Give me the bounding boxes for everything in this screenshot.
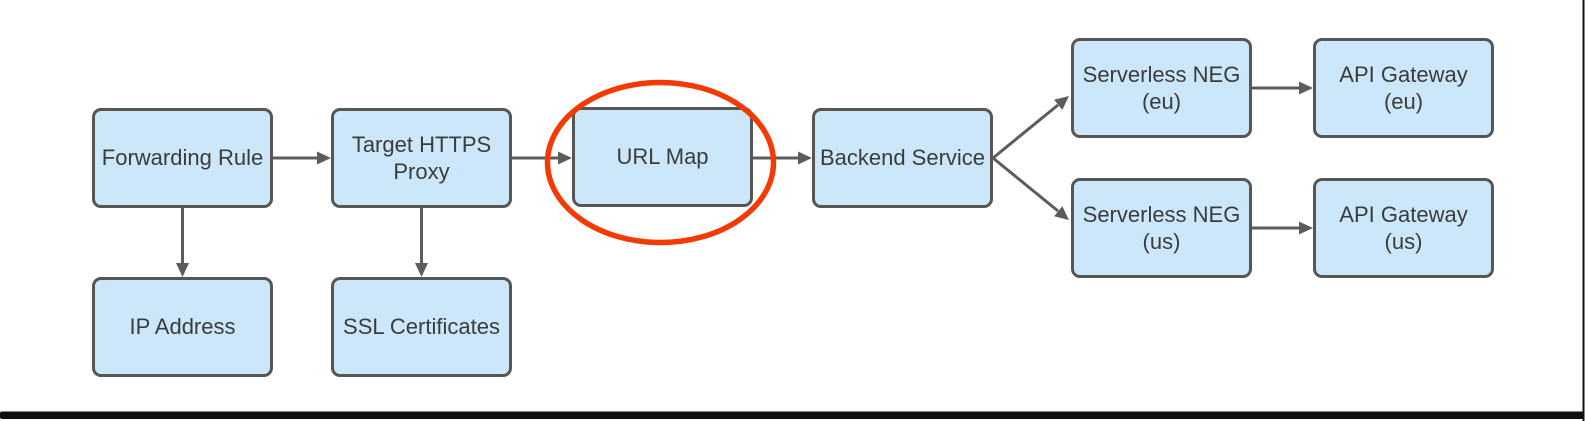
- node-serverless-neg-us-label: Serverless NEG (us): [1082, 201, 1241, 255]
- edge-target-https-proxy-to-ssl-certificates: [415, 208, 428, 277]
- node-ip-address-label: IP Address: [129, 314, 236, 340]
- edge-forwarding-rule-to-target-https-proxy: [273, 151, 331, 165]
- arrow-head-icon: [1054, 206, 1069, 220]
- arrow-head-icon: [798, 151, 812, 165]
- edge-backend-service-to-serverless-neg-eu: [992, 96, 1069, 160]
- arrow-head-icon: [558, 151, 572, 165]
- arrow-line: [992, 103, 1059, 160]
- edge-url-map-to-backend-service: [753, 151, 812, 165]
- arrow-head-icon: [415, 263, 428, 277]
- edge-serverless-neg-us-to-api-gateway-us: [1252, 221, 1313, 235]
- node-forwarding-rule-label: Forwarding Rule: [101, 145, 264, 171]
- bottom-frame-line: [0, 411, 1584, 419]
- node-api-gateway-eu: API Gateway (eu): [1313, 38, 1494, 138]
- node-ssl-certificates-label: SSL Certificates: [343, 314, 500, 340]
- node-forwarding-rule: Forwarding Rule: [92, 108, 273, 208]
- arrow-head-icon: [1299, 221, 1313, 235]
- node-serverless-neg-eu: Serverless NEG (eu): [1071, 38, 1252, 138]
- node-serverless-neg-eu-label: Serverless NEG (eu): [1082, 61, 1241, 115]
- edge-serverless-neg-eu-to-api-gateway-eu: [1252, 81, 1313, 95]
- edge-target-https-proxy-to-url-map: [512, 151, 572, 165]
- node-api-gateway-eu-label: API Gateway (eu): [1339, 61, 1468, 115]
- node-url-map-label: URL Map: [616, 144, 709, 170]
- node-serverless-neg-us: Serverless NEG (us): [1071, 178, 1252, 278]
- right-frame-line: [1582, 0, 1585, 421]
- arrow-line: [992, 156, 1059, 213]
- edge-forwarding-rule-to-ip-address: [176, 208, 189, 277]
- node-api-gateway-us: API Gateway (us): [1313, 178, 1494, 278]
- arrow-head-icon: [176, 263, 189, 277]
- arrow-head-icon: [1299, 81, 1313, 95]
- node-target-https-proxy-label: Target HTTPS Proxy: [351, 131, 492, 185]
- node-backend-service-label: Backend Service: [819, 145, 986, 171]
- node-target-https-proxy: Target HTTPS Proxy: [331, 108, 512, 208]
- node-url-map: URL Map: [572, 107, 753, 207]
- node-api-gateway-us-label: API Gateway (us): [1339, 201, 1468, 255]
- node-ssl-certificates: SSL Certificates: [331, 277, 512, 377]
- node-backend-service: Backend Service: [812, 108, 993, 208]
- arrow-head-icon: [1054, 96, 1069, 110]
- node-ip-address: IP Address: [92, 277, 273, 377]
- edge-backend-service-to-serverless-neg-us: [992, 156, 1069, 220]
- arrow-head-icon: [317, 151, 331, 165]
